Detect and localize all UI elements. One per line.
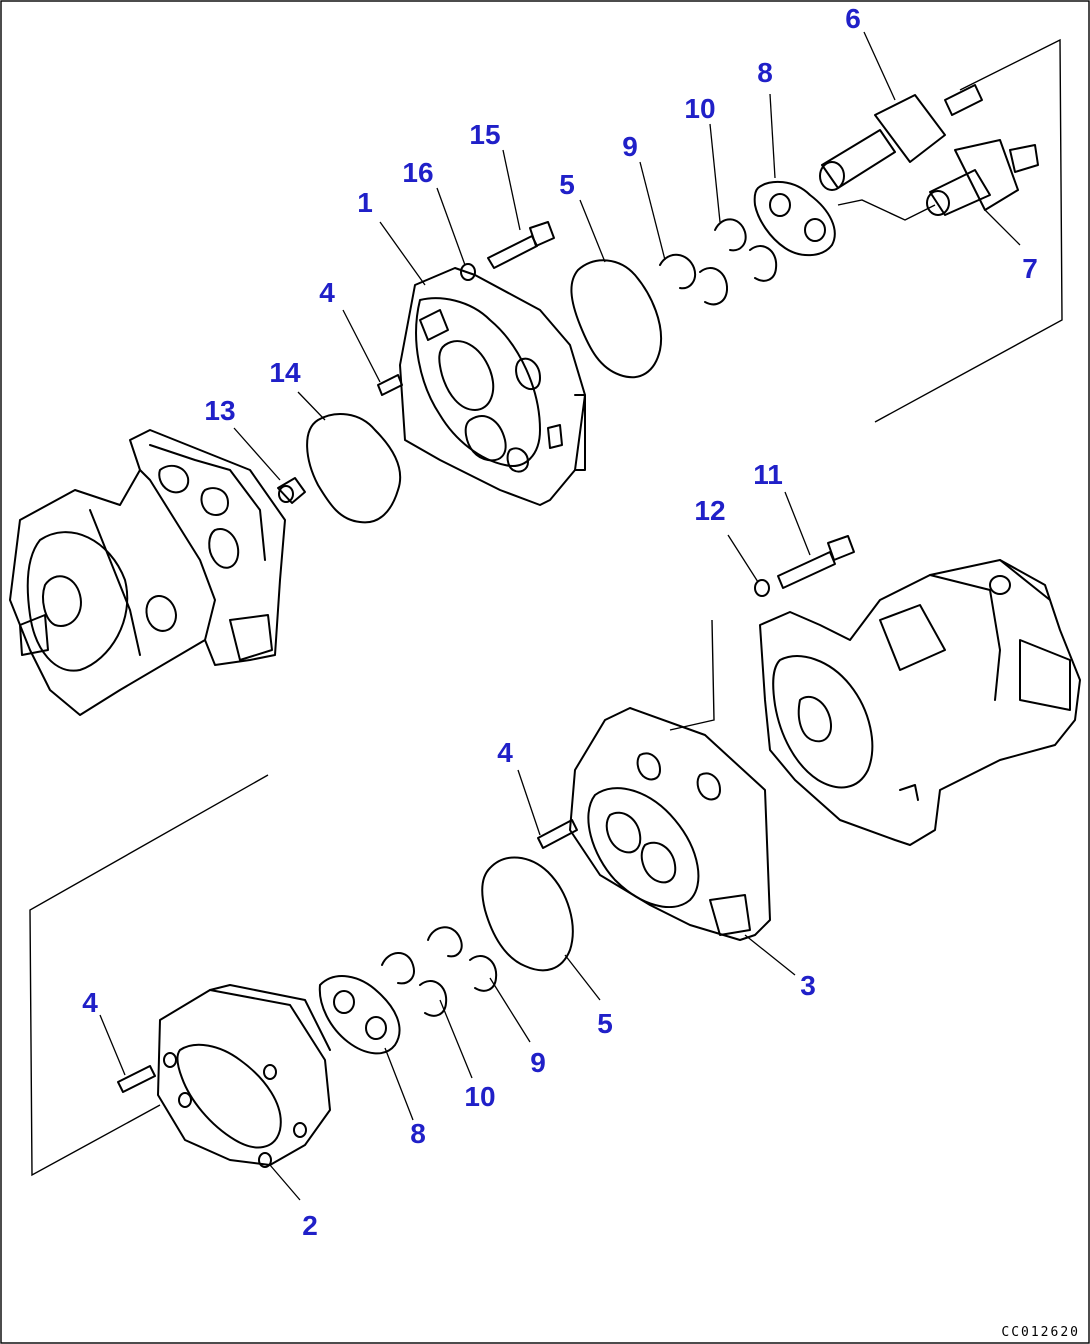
part-10-upper-ring [714, 218, 778, 282]
leader-lines [99, 31, 1021, 1201]
callout-2: 2 [302, 1210, 318, 1241]
part-4-middle-pin [537, 819, 578, 849]
part-16-washer [460, 263, 476, 281]
callout-16: 16 [402, 157, 433, 188]
callout-3: 3 [800, 970, 816, 1001]
callout-13: 13 [204, 395, 235, 426]
part-12-washer [754, 579, 770, 597]
part-9-upper-ring [659, 253, 729, 306]
callout-7: 7 [1022, 253, 1038, 284]
callout-9-lower: 9 [530, 1047, 546, 1078]
callout-8-upper: 8 [757, 57, 773, 88]
part-4-lower-pin [117, 1065, 156, 1093]
part-10-lower-ring [381, 952, 448, 1017]
part-1-plate [399, 267, 586, 506]
callout-5-lower: 5 [597, 1008, 613, 1039]
callout-4-lower: 4 [82, 987, 98, 1018]
part-8-lower-bushing [318, 975, 401, 1055]
part-5-lower-gasket [481, 856, 574, 972]
part-11-bolt [777, 535, 855, 589]
callout-10-upper: 10 [684, 93, 715, 124]
callout-9-upper: 9 [622, 131, 638, 162]
part-4-upper-pin [377, 374, 403, 396]
part-8-upper-bushing [753, 180, 836, 257]
callout-4-middle: 4 [497, 737, 513, 768]
callout-10-lower: 10 [464, 1081, 495, 1112]
lower-frame-lines [29, 619, 715, 1177]
callout-labels: 1 16 15 4 14 13 5 9 10 8 6 7 12 11 4 3 5… [82, 3, 1038, 1241]
part-3-housing [569, 707, 771, 941]
part-2-gear-housing [157, 984, 331, 1168]
part-9-lower-ring [427, 926, 498, 992]
upper-frame-lines [837, 38, 1063, 423]
part-13-sleeve [277, 477, 306, 504]
callout-5-upper: 5 [559, 169, 575, 200]
part-6-drive-gear [819, 84, 983, 191]
callout-14: 14 [269, 357, 301, 388]
callout-12: 12 [694, 495, 725, 526]
callout-15: 15 [469, 119, 500, 150]
main-pump-body [9, 429, 286, 716]
callout-11: 11 [753, 459, 783, 490]
part-7-driven-gear [926, 139, 1039, 216]
callout-6: 6 [845, 3, 861, 34]
part-5-upper-gasket [570, 259, 662, 379]
callout-4-upper: 4 [319, 277, 335, 308]
callout-1: 1 [357, 187, 373, 218]
rear-pump-body [759, 559, 1081, 846]
part-14-seal [306, 413, 402, 524]
drawing-code: CC012620 [1001, 1325, 1080, 1340]
part-15-bolt [487, 221, 555, 269]
callout-8-lower: 8 [410, 1118, 426, 1149]
